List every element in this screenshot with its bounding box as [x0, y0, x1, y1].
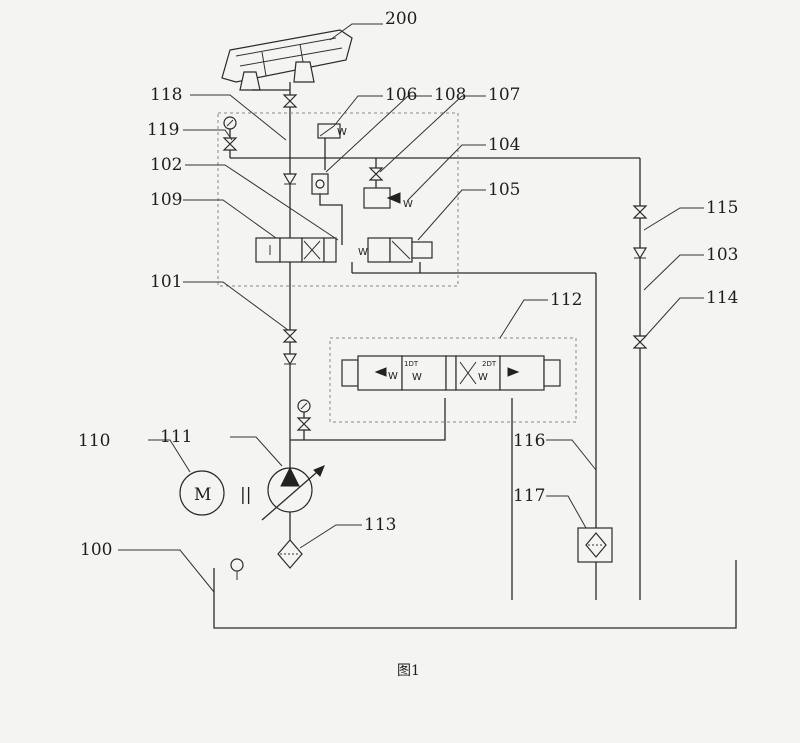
tank-outline: [213, 560, 737, 629]
label-107: 107: [488, 85, 520, 105]
label-102: 102: [150, 155, 182, 175]
coupling-symbol: ||: [240, 485, 251, 505]
label-116: 116: [513, 431, 545, 451]
check-valve-103: [632, 247, 648, 260]
pump-to-112-line: [290, 398, 446, 441]
svg-text:W: W: [412, 372, 422, 383]
valve-112-outline: [329, 337, 577, 423]
svg-text:W: W: [403, 199, 413, 210]
label-117: 117: [513, 486, 545, 506]
svg-text:W: W: [358, 247, 368, 258]
label-114: 114: [706, 288, 738, 308]
label-101: 101: [150, 272, 182, 292]
label-112: 112: [550, 290, 582, 310]
relief-valve-106: W: [317, 123, 347, 170]
pump-111: [261, 465, 325, 540]
label-113: 113: [364, 515, 396, 535]
solenoid-valve-105: W: [351, 237, 433, 274]
motor-110: M: [179, 470, 225, 516]
gauge-119: [222, 116, 290, 159]
valve-assembly-112: W 1DT W W 2DT: [341, 355, 561, 391]
check-valve-108: [311, 173, 343, 245]
check-valve-102: [282, 173, 298, 186]
gauge-pump: [296, 399, 312, 440]
label-200: 200: [385, 9, 417, 29]
figure-caption: 图1: [397, 663, 420, 679]
label-100: 100: [80, 540, 112, 560]
solenoid-1-label: 1DT: [404, 360, 419, 368]
tank-breather: [230, 558, 244, 580]
upper-valve-block-outline: [217, 112, 459, 287]
valve-114: [632, 335, 648, 349]
svg-text:W: W: [478, 372, 488, 383]
leader-lines: [118, 23, 704, 593]
directional-valve-109: [255, 237, 337, 263]
label-104: 104: [488, 135, 520, 155]
label-119: 119: [147, 120, 179, 140]
svg-text:W: W: [388, 371, 398, 382]
motor-symbol: M: [194, 485, 211, 505]
valve-118: [282, 94, 298, 108]
valve-101: [282, 329, 298, 366]
label-118: 118: [150, 85, 182, 105]
label-103: 103: [706, 245, 738, 265]
label-110: 110: [78, 431, 110, 451]
label-106: 106: [385, 85, 417, 105]
blade-implement: [221, 29, 353, 97]
return-filter-117: [577, 527, 613, 563]
solenoid-2-label: 2DT: [482, 360, 497, 368]
svg-text:W: W: [337, 127, 347, 138]
label-108: 108: [434, 85, 466, 105]
label-115: 115: [706, 198, 738, 218]
valve-115: [632, 205, 648, 219]
label-105: 105: [488, 180, 520, 200]
filter-113: [277, 539, 303, 569]
label-109: 109: [150, 190, 182, 210]
valve-107: W: [363, 158, 413, 210]
label-111: 111: [160, 427, 192, 447]
